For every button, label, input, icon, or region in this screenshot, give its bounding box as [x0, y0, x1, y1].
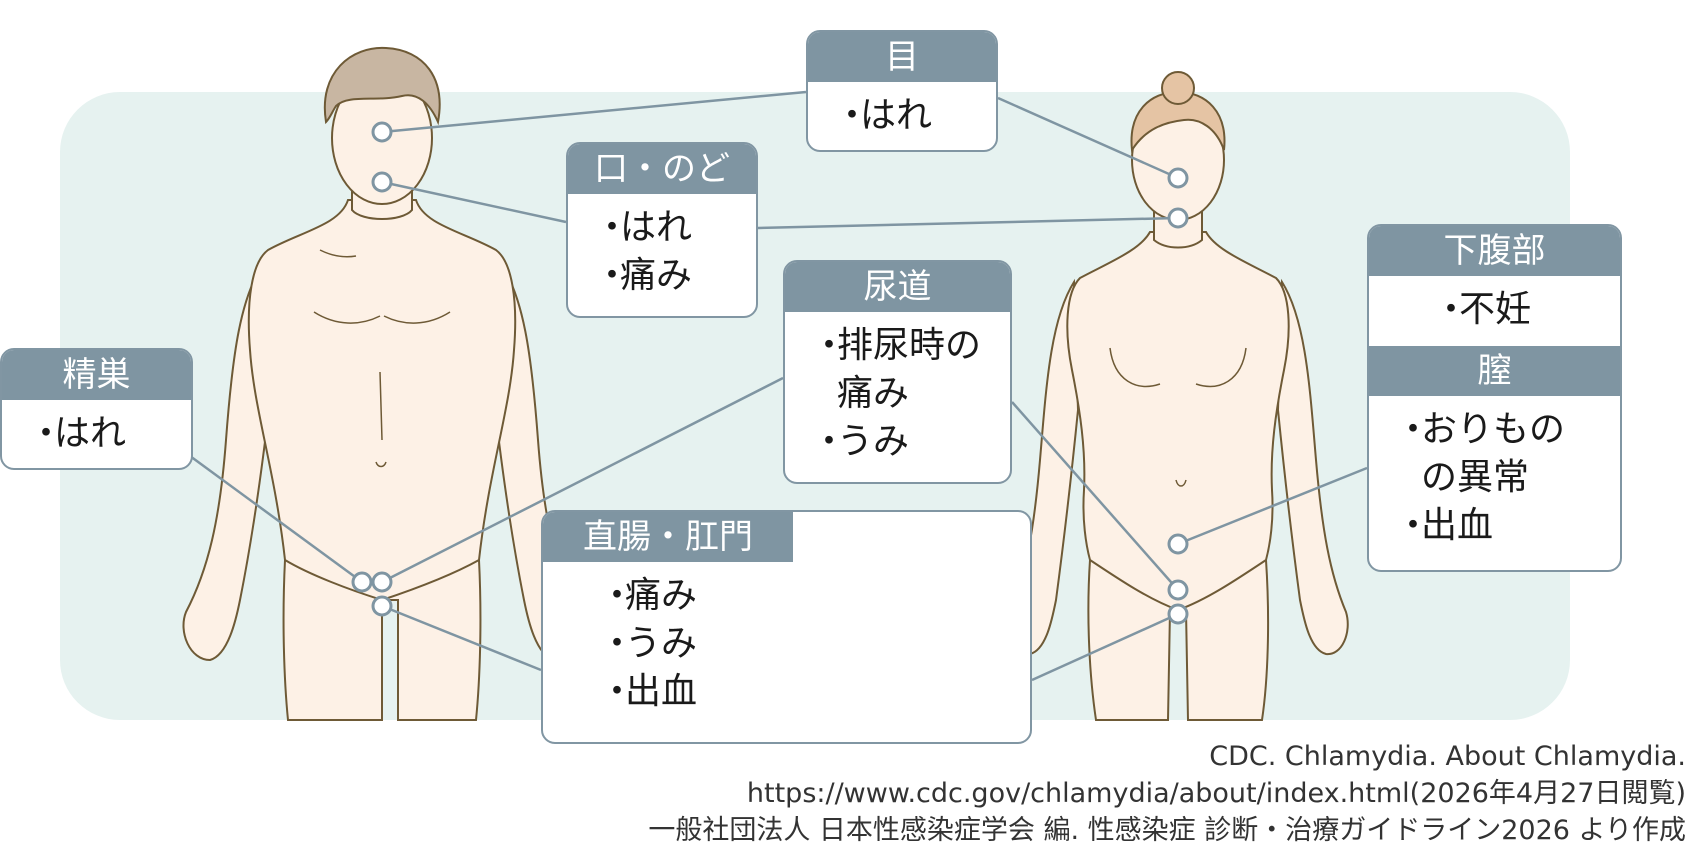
source-credits: CDC. Chlamydia. About Chlamydia. https:/…: [648, 738, 1686, 849]
box-vagina-item: 出血: [1369, 502, 1620, 550]
connector-eye-male: [381, 90, 807, 134]
credit-line-3: 一般社団法人 日本性感染症学会 編. 性感染症 診断・治療ガイドライン2026 …: [648, 815, 1686, 846]
box-urethra-title: 尿道: [785, 262, 1010, 312]
credit-line-2: https://www.cdc.gov/chlamydia/about/inde…: [746, 778, 1686, 809]
box-mouth-list: はれ 痛み: [568, 194, 756, 300]
marker-male-mouth: [371, 171, 393, 193]
female-hair-bun: [1161, 71, 1195, 105]
male-hair: [323, 46, 441, 126]
box-testis-title: 精巣: [2, 350, 191, 400]
marker-male-urethra: [371, 571, 393, 593]
box-rectum-list: 痛み うみ 出血: [543, 562, 1030, 716]
box-rectum: 直腸・肛門 痛み うみ 出血: [541, 510, 1032, 744]
box-urethra-list: 排尿時の痛み うみ: [785, 312, 1010, 466]
marker-female-eye: [1167, 167, 1189, 189]
box-vagina-title: 膣: [1369, 346, 1620, 396]
box-urethra: 尿道 排尿時の痛み うみ: [783, 260, 1012, 484]
box-eye-title: 目: [808, 32, 996, 82]
connector-lines: [189, 90, 1368, 682]
connector-testis: [189, 454, 363, 584]
box-urethra-item: うみ: [785, 418, 1010, 466]
box-rectum-item: 痛み: [573, 572, 1030, 620]
female-right-arm: [1276, 278, 1349, 656]
marker-male-rectum: [371, 595, 393, 617]
connector-rectum-female: [1031, 612, 1179, 682]
connector-mouth-female: [757, 216, 1179, 230]
box-eye: 目 はれ: [806, 30, 998, 152]
box-mouth: 口・のど はれ 痛み: [566, 142, 758, 318]
marker-female-urethra: [1167, 579, 1189, 601]
connector-vagina: [1177, 466, 1368, 546]
box-testis: 精巣 はれ: [0, 348, 193, 470]
box-abdomen-list: 不妊: [1369, 276, 1620, 340]
marker-male-eye: [371, 121, 393, 143]
markers: [351, 121, 1189, 625]
male-left-arm: [182, 255, 272, 662]
box-mouth-title: 口・のど: [568, 144, 756, 194]
box-abdomen-title: 下腹部: [1369, 226, 1620, 276]
box-testis-item: はれ: [2, 410, 191, 458]
marker-female-mouth: [1167, 207, 1189, 229]
marker-female-rectum: [1167, 603, 1189, 625]
box-eye-list: はれ: [808, 82, 996, 140]
connector-urethra-female: [1011, 401, 1179, 591]
male-legs: [282, 559, 482, 721]
connector-urethra-male: [381, 376, 784, 584]
male-torso: [247, 199, 517, 602]
box-mouth-item: はれ: [568, 204, 756, 252]
box-rectum-item: うみ: [573, 620, 1030, 668]
marker-female-vagina: [1167, 533, 1189, 555]
box-abdomen-vagina: 下腹部 不妊 膣 おりものの異常 出血: [1367, 224, 1622, 572]
box-eye-item: はれ: [808, 92, 996, 140]
box-vagina-item: おりものの異常: [1369, 406, 1591, 502]
female-figure: [1007, 71, 1349, 721]
connector-eye-female: [997, 96, 1179, 180]
female-hair: [1130, 90, 1226, 153]
box-abdomen-item: 不妊: [1369, 286, 1620, 334]
box-rectum-item: 出血: [573, 668, 1030, 716]
box-mouth-item: 痛み: [568, 252, 756, 300]
connector-mouth-male: [381, 180, 567, 224]
connector-rectum-male: [381, 604, 542, 672]
credit-line-1: CDC. Chlamydia. About Chlamydia.: [1209, 741, 1686, 772]
box-testis-list: はれ: [2, 400, 191, 458]
box-rectum-title: 直腸・肛門: [543, 512, 793, 562]
marker-male-testis: [351, 571, 373, 593]
box-vagina-list: おりものの異常 出血: [1369, 396, 1620, 550]
male-figure: [182, 46, 582, 721]
box-urethra-item: 排尿時の痛み: [785, 322, 987, 418]
